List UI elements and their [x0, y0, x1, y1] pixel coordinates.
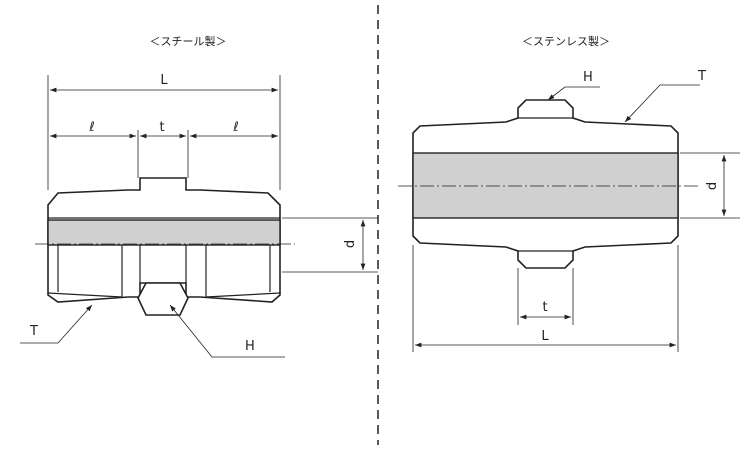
stainless-bore-band: [412, 152, 679, 219]
dim-l-right: ℓ: [232, 120, 238, 135]
label-H-right: H: [583, 70, 593, 85]
dim-l-left: ℓ: [88, 120, 94, 135]
stainless-title: ＜ステンレス製＞: [522, 34, 610, 48]
dim-t-right: t: [542, 300, 547, 315]
dim-d-right: d: [705, 182, 720, 190]
label-T-right: T: [697, 69, 706, 84]
dim-L: L: [160, 73, 168, 88]
dim-t: t: [159, 120, 164, 135]
stainless-hex-nipple: ＜ステンレス製＞ d H T t L: [398, 34, 740, 352]
label-T: T: [29, 324, 38, 339]
steel-hex: [137, 282, 189, 316]
dim-d: d: [343, 240, 358, 248]
steel-hex-nipple: ＜スチール製＞ L ℓ t ℓ d T: [20, 34, 378, 358]
label-H: H: [245, 339, 255, 354]
dim-L-right: L: [541, 329, 549, 344]
steel-title: ＜スチール製＞: [150, 34, 227, 48]
steel-bore-band: [47, 219, 281, 246]
